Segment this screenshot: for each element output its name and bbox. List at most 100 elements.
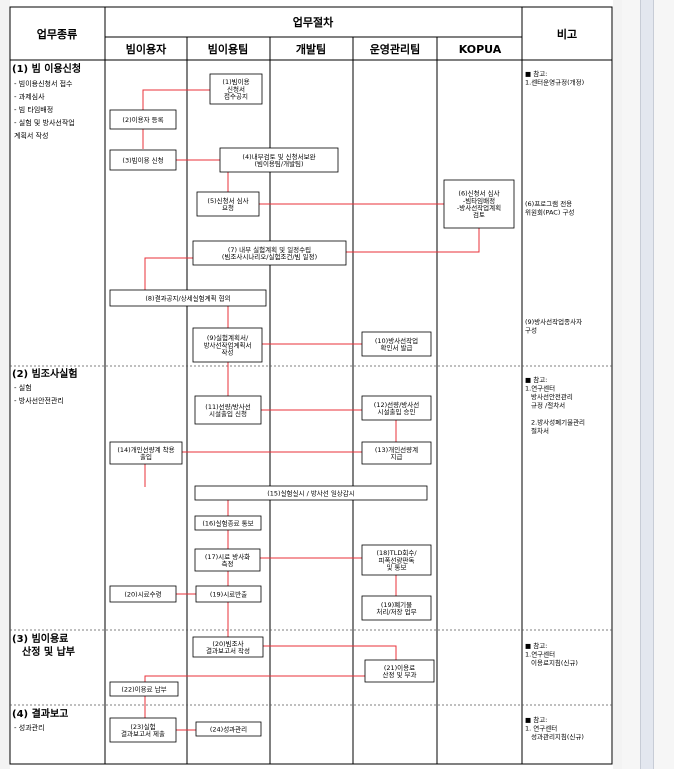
process-box-label: -방사선작업계획: [457, 203, 501, 212]
note-text-n6: 1. 연구센터: [525, 724, 557, 733]
process-box-b8: (8)결과공지/상세실험계획 협의: [109, 289, 267, 307]
process-box-label: 검토: [473, 211, 485, 219]
process-box-label: 시설출입 신청: [209, 409, 247, 418]
process-box-b20: (20)시료수령: [109, 585, 177, 603]
process-box-frame: [192, 327, 263, 363]
process-box-frame: [109, 717, 177, 743]
note-text-n6: 성과관리지침(신규): [531, 732, 584, 741]
process-box-frame: [196, 191, 260, 217]
process-box-frame: [194, 485, 428, 501]
note-text-n6: ■ 참고:: [525, 716, 547, 724]
process-box-label: (19)폐기물: [381, 600, 412, 609]
process-box-label: (15)실험실시 / 방사선 일상감시: [267, 488, 355, 497]
note-text-n4: 절차서: [531, 426, 549, 435]
process-box-label: 요청: [222, 204, 234, 212]
process-box-frame: [361, 595, 432, 621]
process-box-frame: [361, 331, 432, 357]
process-box-frame: [361, 544, 432, 576]
process-box-label: (4)내부검토 및 신청서보완: [242, 152, 315, 161]
process-box-frame: [109, 109, 177, 130]
process-box-label: (1)빔이용: [222, 77, 249, 86]
section-2-item: - 실험: [14, 383, 32, 392]
process-box-label: (11)선량/방사선: [205, 402, 250, 411]
process-box-label: (빔이용팀/개발팀): [254, 159, 303, 168]
process-box-label: 접수공지: [224, 92, 248, 101]
process-box-b16: (16)실험종료 통보: [194, 515, 262, 531]
note-text-n4: 1.연구센터: [525, 384, 555, 393]
process-box-label: (10)방사선작업: [375, 336, 418, 345]
process-box-label: (18)TLD회수/: [376, 549, 417, 557]
process-box-label: 및 통보: [386, 564, 406, 572]
note-text-n4: 2.방사성폐기물관리: [531, 418, 585, 427]
section-2-title: (2) 빔조사실험: [12, 367, 78, 380]
process-box-label: 확인서 발급: [381, 343, 413, 352]
note-text-n1: 1.센터운영규정(개정): [525, 78, 584, 87]
process-box-frame: [361, 441, 432, 465]
lane-header-kopua: KOPUA: [459, 43, 502, 56]
process-box-frame: [443, 179, 515, 229]
process-box-label: (12)선량/방사선: [374, 400, 419, 409]
process-box-frame: [219, 147, 339, 173]
note-text-n3: (9)방사선작업종사자: [525, 317, 582, 326]
process-box-label: (17)시료 방사화: [205, 552, 250, 561]
process-box-label: 작성: [222, 348, 234, 357]
process-box-frame: [192, 636, 264, 658]
process-box-label: 방사선작업계획서: [204, 340, 252, 349]
process-box-label: (6)신청서 심사: [458, 189, 499, 198]
process-box-frame: [194, 515, 262, 531]
note-text-n4: 방사선안전관리: [531, 392, 573, 401]
scrollbar-track[interactable]: [640, 0, 654, 769]
process-box-frame: [109, 441, 183, 465]
section-3-title-line2: 산정 및 납부: [22, 645, 75, 658]
process-box-label: (8)결과공지/상세실험계획 협의: [145, 293, 230, 302]
process-box-label: (20)시료수령: [124, 590, 161, 598]
process-box-frame: [109, 289, 267, 307]
process-box-frame: [194, 548, 261, 572]
process-box-label: (20)빔조사: [212, 639, 243, 648]
process-box-label: (13)개인선량계: [375, 445, 418, 454]
note-text-n1: ■ 참고:: [525, 70, 547, 78]
process-box-b19: (19)시료반출: [195, 585, 262, 603]
section-4-title: (4) 결과보고: [12, 707, 68, 720]
process-box-label: (7) 내부 실험계획 및 일정수립: [228, 245, 311, 254]
process-box-label: (22)이용료 납부: [121, 684, 166, 693]
section-1-item: 계획서 작성: [14, 131, 48, 140]
lane-header-dev-team: 개발팀: [296, 42, 326, 56]
process-box-label: 피폭선량판독: [379, 555, 415, 564]
process-box-label: (16)실험종료 통보: [202, 518, 253, 527]
process-box-label: 지급: [391, 452, 403, 461]
note-text-n4: 규정 /절차서: [531, 401, 565, 410]
section-1-title: (1) 빔 이용신청: [12, 62, 81, 75]
process-box-label: -빔타임배정: [463, 196, 495, 205]
section-2-item: - 방사선안전관리: [14, 396, 64, 405]
process-box-b3: (3)빔이용 신청: [109, 149, 177, 171]
note-text-n2: (6)프로그램 전용: [525, 199, 572, 208]
process-box-label: 측정: [222, 559, 234, 568]
flow-connectors: [142, 89, 480, 731]
note-text-n2: 위원회(PAC) 구성: [525, 208, 574, 217]
note-text-n5: 이용료지침(신규): [531, 658, 578, 667]
process-box-b4: (4)내부검토 및 신청서보완(빔이용팀/개발팀): [219, 147, 339, 173]
process-box-b7: (7) 내부 실험계획 및 일정수립(빔조사시나리오/실험조건/빔 일정): [192, 240, 347, 266]
header-procedure: 업무절차: [293, 15, 334, 29]
process-box-label: 산정 및 부과: [382, 670, 416, 679]
process-box-b24: (24)성과관리: [195, 721, 262, 737]
process-box-frame: [194, 395, 262, 425]
process-box-b22: (22)이용료 납부: [109, 681, 179, 697]
process-box-frame: [195, 585, 262, 603]
process-box-frame: [192, 240, 347, 266]
